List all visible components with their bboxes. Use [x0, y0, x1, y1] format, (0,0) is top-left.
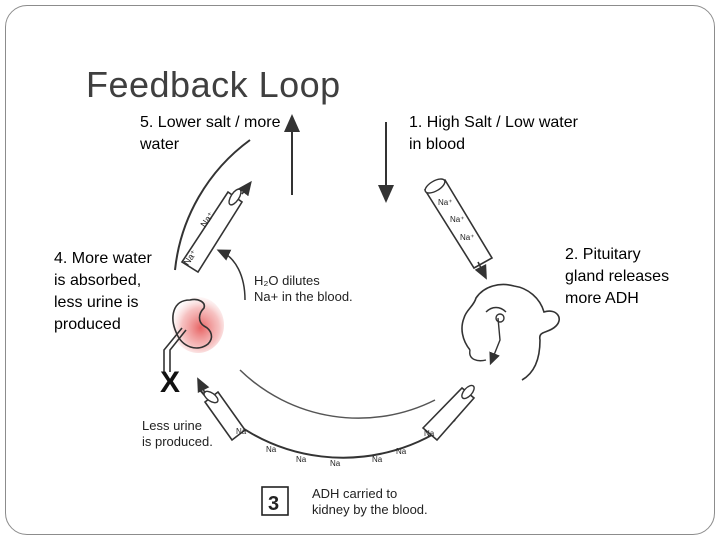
na-label-7: Na — [236, 427, 247, 436]
kidney-by-blood-text: kidney by the blood. — [312, 502, 428, 517]
vessel-lower-right: Na — [421, 384, 476, 442]
na-label-8: Na — [266, 445, 277, 454]
na-in-blood-text: Na+ in the blood. — [254, 289, 353, 304]
h2o-dilutes-text: H₂O dilutes — [254, 273, 320, 288]
stage-number-box — [261, 486, 289, 516]
caption-step2: 2. Pituitary gland releases more ADH — [565, 246, 670, 307]
slide-title: Feedback Loop — [86, 64, 341, 105]
na-label-3: Na⁺ — [438, 198, 452, 207]
is-produced-text: is produced. — [142, 434, 213, 449]
na-label-6: Na — [424, 429, 435, 438]
x-mark-icon: X — [160, 366, 180, 399]
na-label-9: Na — [296, 455, 307, 464]
vessel-upper-right: Na⁺ Na⁺ Na⁺ — [423, 178, 494, 280]
caption-step4: 4. More water is absorbed, less urine is… — [54, 248, 154, 336]
kidney-icon — [163, 297, 224, 372]
caption-step1: 1. High Salt / Low water in blood — [409, 114, 578, 153]
na-label-12: Na — [396, 447, 407, 456]
na-label-4: Na⁺ — [450, 215, 464, 224]
head-icon — [461, 283, 560, 381]
vessel-upper-left: Na⁺ Na⁺ — [180, 180, 252, 274]
adh-carried-text: ADH carried to — [312, 486, 397, 501]
vessel-lower-left — [197, 377, 247, 442]
curved-arrow-to-vessel — [216, 249, 246, 301]
caption-step5: 5. Lower salt / more water — [140, 114, 281, 153]
less-urine-text: Less urine — [142, 418, 202, 433]
loop-arc-upper-left — [174, 139, 251, 271]
loop-arc-bottom-inner — [239, 369, 436, 419]
stage-number: 3 — [268, 493, 279, 515]
na-label-10: Na — [330, 459, 341, 468]
na-label-5: Na⁺ — [460, 233, 474, 242]
na-label-11: Na — [372, 455, 383, 464]
